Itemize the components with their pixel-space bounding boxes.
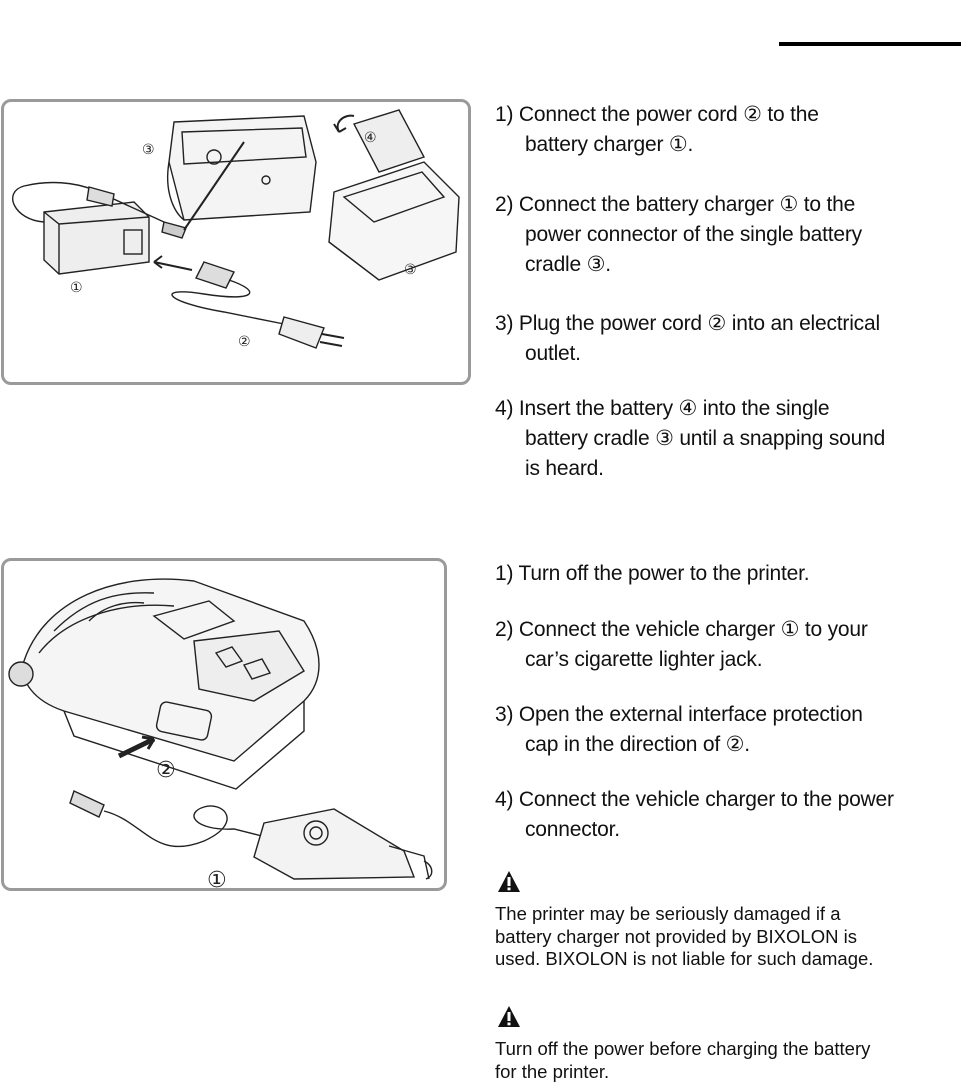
section2-step-4: 4) Connect the vehicle charger to the po… bbox=[495, 788, 894, 841]
vehicle-charger-figure: ② ① bbox=[1, 558, 447, 891]
callout-2: ② bbox=[156, 758, 176, 783]
section1-step-4: 4) Insert the battery ④ into the single … bbox=[495, 397, 886, 480]
warning-icon bbox=[498, 1006, 520, 1027]
callout-1: ① bbox=[70, 280, 83, 296]
callout-4: ④ bbox=[364, 130, 377, 146]
section1-step-3: 3) Plug the power cord ② into an electri… bbox=[495, 312, 880, 365]
battery-charger-illustration: ③ ④ ③ ① ② bbox=[12, 109, 460, 350]
warning-2-text: Turn off the power before charging the b… bbox=[495, 1038, 871, 1082]
section1-step-1: 1) Connect the power cord ② to the batte… bbox=[495, 103, 819, 156]
header-rule bbox=[779, 42, 961, 46]
callout-3-top: ③ bbox=[142, 142, 155, 158]
warning-1-text: The printer may be seriously damaged if … bbox=[495, 903, 874, 969]
battery-charger-figure: ③ ④ ③ ① ② bbox=[1, 99, 471, 385]
section2-step-3: 3) Open the external interface protectio… bbox=[495, 703, 863, 756]
callout-2: ② bbox=[238, 334, 251, 350]
section1-step-2: 2) Connect the battery charger ① to the … bbox=[495, 193, 862, 276]
section2-step-2: 2) Connect the vehicle charger ① to your… bbox=[495, 618, 868, 671]
section2-step-1: 1) Turn off the power to the printer. bbox=[495, 562, 810, 585]
callout-3-right: ③ bbox=[404, 262, 417, 278]
warning-icon bbox=[498, 871, 520, 892]
vehicle-charger-illustration: ② ① bbox=[8, 578, 433, 888]
callout-1: ① bbox=[207, 868, 227, 888]
